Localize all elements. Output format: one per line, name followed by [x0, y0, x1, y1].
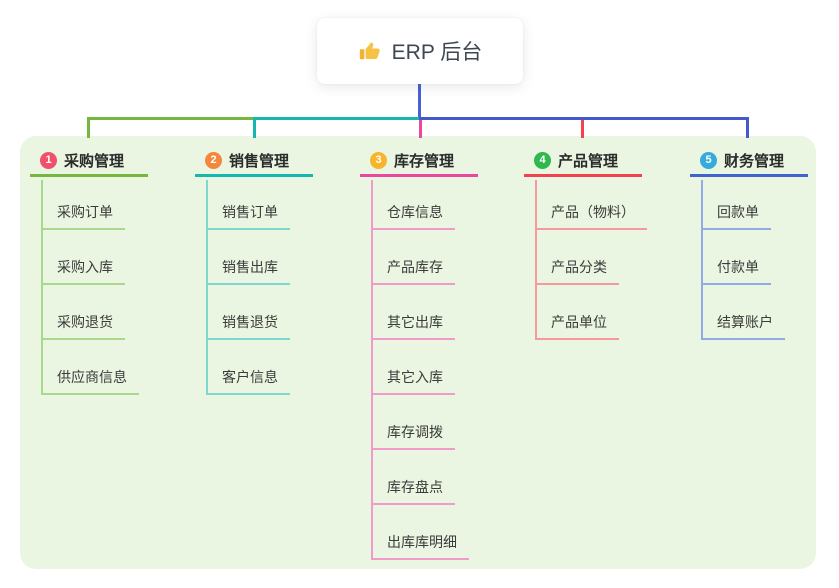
child-node[interactable]: 销售订单	[206, 196, 290, 230]
branch-children-connector	[206, 180, 208, 395]
branch-number-badge: 2	[205, 151, 222, 169]
child-node[interactable]: 供应商信息	[41, 361, 139, 395]
branch-label-text: 采购管理	[64, 152, 125, 170]
branch-number-badge: 5	[700, 151, 717, 169]
branch-number-badge: 1	[40, 151, 57, 169]
child-node[interactable]: 库存调拨	[371, 416, 455, 450]
branch-label[interactable]: 5 财务管理	[690, 146, 808, 177]
branch-children-connector	[41, 180, 43, 395]
branch-node-2: 2 销售管理销售订单销售出库销售退货客户信息	[195, 146, 313, 395]
child-node[interactable]: 结算账户	[701, 306, 785, 340]
child-node[interactable]: 产品（物料）	[535, 196, 647, 230]
child-node[interactable]: 其它出库	[371, 306, 455, 340]
branch-label[interactable]: 4 产品管理	[524, 146, 642, 177]
branch-label[interactable]: 2 销售管理	[195, 146, 313, 177]
branch-node-5: 5 财务管理回款单付款单结算账户	[690, 146, 808, 340]
branch-children-connector	[535, 180, 537, 340]
branches-panel	[20, 136, 816, 569]
child-node[interactable]: 付款单	[701, 251, 771, 285]
branch-number-badge: 3	[370, 151, 387, 169]
branch-label[interactable]: 1 采购管理	[30, 146, 148, 177]
child-node[interactable]: 销售退货	[206, 306, 290, 340]
child-node[interactable]: 其它入库	[371, 361, 455, 395]
branch-children-connector	[371, 180, 373, 560]
branch-label-text: 库存管理	[394, 152, 455, 170]
branch-node-1: 1 采购管理采购订单采购入库采购退货供应商信息	[30, 146, 148, 395]
thumbs-up-icon	[358, 39, 382, 63]
drop-connector-sales	[253, 117, 256, 138]
branch-label-text: 销售管理	[229, 152, 290, 170]
drop-connector-inventory	[419, 120, 422, 138]
branch-label[interactable]: 3 库存管理	[360, 146, 478, 177]
child-node[interactable]: 出库库明细	[371, 526, 469, 560]
branch-node-3: 3 库存管理仓库信息产品库存其它出库其它入库库存调拨库存盘点出库库明细	[360, 146, 478, 560]
bus-segment-sales	[253, 117, 419, 120]
branch-label-text: 财务管理	[724, 152, 785, 170]
root-node[interactable]: ERP 后台	[317, 18, 523, 84]
child-node[interactable]: 仓库信息	[371, 196, 455, 230]
branch-label-text: 产品管理	[558, 152, 619, 170]
root-stem-connector	[418, 84, 421, 118]
child-node[interactable]: 产品库存	[371, 251, 455, 285]
bus-segment-purchase	[87, 117, 253, 120]
child-node[interactable]: 库存盘点	[371, 471, 455, 505]
child-node[interactable]: 产品分类	[535, 251, 619, 285]
drop-connector-finance	[746, 117, 749, 138]
child-node[interactable]: 回款单	[701, 196, 771, 230]
root-node-label: ERP 后台	[391, 41, 483, 64]
child-node[interactable]: 产品单位	[535, 306, 619, 340]
drop-connector-purchase	[87, 117, 90, 138]
child-node[interactable]: 销售出库	[206, 251, 290, 285]
child-node[interactable]: 客户信息	[206, 361, 290, 395]
branch-number-badge: 4	[534, 151, 551, 169]
branch-node-4: 4 产品管理产品（物料） 产品分类产品单位	[524, 146, 647, 340]
drop-connector-product	[581, 120, 584, 138]
child-node[interactable]: 采购入库	[41, 251, 125, 285]
child-node[interactable]: 采购订单	[41, 196, 125, 230]
child-node[interactable]: 采购退货	[41, 306, 125, 340]
branch-children-connector	[701, 180, 703, 340]
bus-segment-right	[419, 117, 749, 120]
